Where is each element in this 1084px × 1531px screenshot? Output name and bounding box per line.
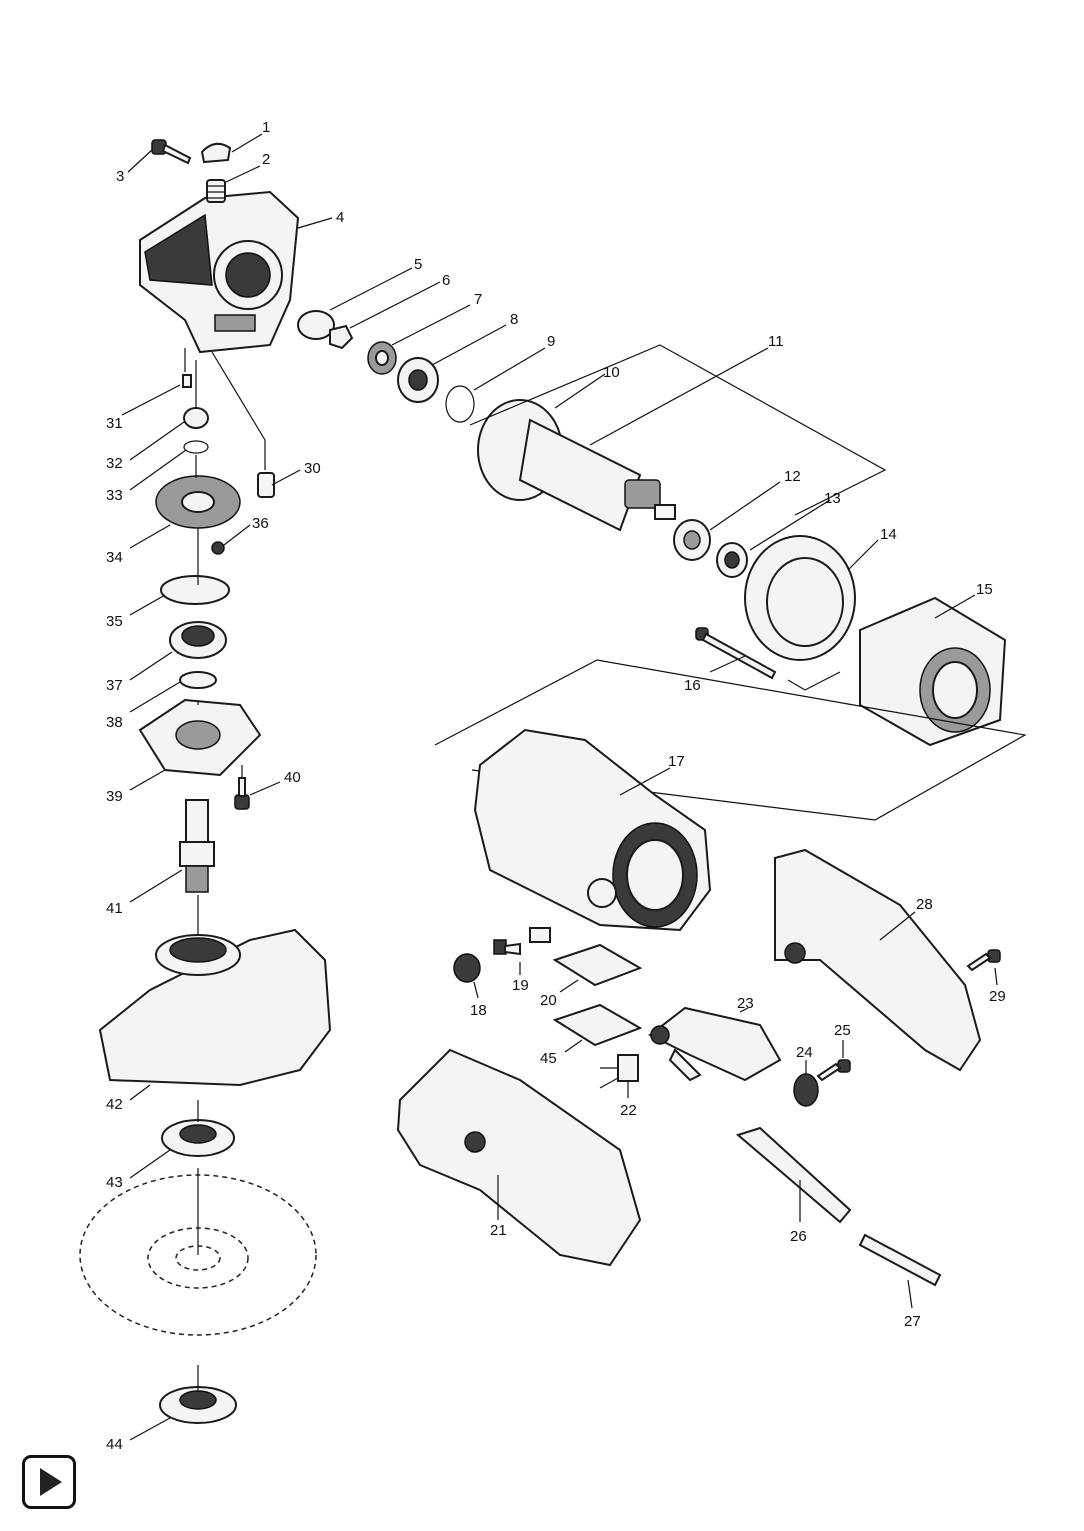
- part-number-29: 29: [989, 988, 1006, 1005]
- part-number-44: 44: [106, 1436, 123, 1453]
- gear-housing: [139, 190, 300, 354]
- part-number-34: 34: [106, 549, 123, 566]
- part-number-11: 11: [768, 333, 784, 350]
- part-number-19: 19: [512, 977, 529, 994]
- bearing-13: [716, 542, 748, 578]
- bearing-box-39: [138, 698, 262, 777]
- handle-28: [774, 848, 982, 1072]
- part-number-4: 4: [336, 209, 344, 226]
- part-number-16: 16: [684, 677, 701, 694]
- part-number-17: 17: [668, 753, 685, 770]
- part-number-14: 14: [880, 526, 897, 543]
- label-20: [552, 943, 643, 987]
- part-number-5: 5: [414, 256, 422, 273]
- screw-3: [151, 139, 192, 165]
- brush-holder-cap-18: [453, 953, 481, 983]
- part-number-8: 8: [510, 311, 518, 328]
- carbon-brush-19: [493, 927, 551, 956]
- part-number-33: 33: [106, 487, 123, 504]
- part-number-13: 13: [824, 490, 841, 507]
- part-number-31: 31: [106, 415, 123, 432]
- armature-bracket: [469, 344, 887, 516]
- part-number-45: 45: [540, 1050, 557, 1067]
- lock-button: [200, 142, 232, 164]
- screw-36: [211, 541, 225, 555]
- retaining-ring-33: [183, 440, 209, 454]
- part-number-9: 9: [547, 333, 555, 350]
- cord-guard-26: [735, 1126, 852, 1224]
- part-number-22: 22: [620, 1102, 637, 1119]
- part-number-27: 27: [904, 1313, 921, 1330]
- screw-16: [695, 627, 777, 680]
- play-button[interactable]: [22, 1455, 76, 1509]
- spindle-41: [179, 799, 215, 893]
- rear-cover-21: [396, 1048, 642, 1267]
- armature: [477, 399, 676, 532]
- helical-gear-7: [367, 341, 397, 375]
- part-number-35: 35: [106, 613, 123, 630]
- retaining-ring-9: [445, 385, 475, 423]
- part-number-41: 41: [106, 900, 123, 917]
- part-number-24: 24: [796, 1044, 813, 1061]
- motor-housing: [473, 728, 712, 932]
- label-45: [552, 1003, 643, 1047]
- part-number-39: 39: [106, 788, 123, 805]
- o-ring: [297, 310, 335, 340]
- part-number-30: 30: [304, 460, 321, 477]
- part-number-28: 28: [916, 896, 933, 913]
- field-bracket: [787, 671, 841, 691]
- bearing-retainer-35: [160, 575, 230, 605]
- part-number-1: 1: [262, 119, 270, 136]
- cord-27: [858, 1233, 942, 1287]
- baffle-plate-14: [744, 535, 856, 661]
- part-number-37: 37: [106, 677, 123, 694]
- part-number-10: 10: [603, 364, 620, 381]
- washer-38: [179, 671, 217, 689]
- pin-31: [182, 374, 192, 388]
- nut-6: [329, 324, 354, 350]
- screw-40: [234, 777, 250, 810]
- inner-flange-43: [161, 1119, 235, 1157]
- bearing-32: [183, 407, 209, 429]
- part-number-26: 26: [790, 1228, 807, 1245]
- screw-29: [966, 949, 1001, 972]
- part-number-21: 21: [490, 1222, 507, 1239]
- part-number-42: 42: [106, 1096, 123, 1113]
- spring: [206, 179, 226, 203]
- screw-25: [816, 1059, 851, 1082]
- part-number-6: 6: [442, 272, 450, 289]
- part-number-7: 7: [474, 291, 482, 308]
- part-number-43: 43: [106, 1174, 123, 1191]
- switch-23: [648, 1006, 782, 1082]
- part-number-2: 2: [262, 151, 270, 168]
- part-number-3: 3: [116, 168, 124, 185]
- part-24: [793, 1073, 819, 1107]
- bearing-12: [673, 519, 711, 561]
- part-number-32: 32: [106, 455, 123, 472]
- play-icon: [40, 1468, 62, 1496]
- part-number-23: 23: [737, 995, 754, 1012]
- part-number-36: 36: [252, 515, 269, 532]
- part-number-38: 38: [106, 714, 123, 731]
- lock-nut-44: [159, 1386, 237, 1424]
- wheel-guard-42: [98, 928, 332, 1087]
- pin-cap-30: [257, 472, 275, 498]
- part-number-15: 15: [976, 581, 993, 598]
- ball-bearing-8: [397, 357, 439, 403]
- field-15: [859, 596, 1007, 747]
- part-number-12: 12: [784, 468, 801, 485]
- spiral-bevel-gear-34: [155, 475, 241, 529]
- part-number-20: 20: [540, 992, 557, 1009]
- part-number-25: 25: [834, 1022, 851, 1039]
- ball-bearing-37: [169, 621, 227, 659]
- part-number-40: 40: [284, 769, 301, 786]
- part-number-18: 18: [470, 1002, 487, 1019]
- part-22: [617, 1054, 639, 1082]
- motor-housing-bracket: [434, 659, 1027, 821]
